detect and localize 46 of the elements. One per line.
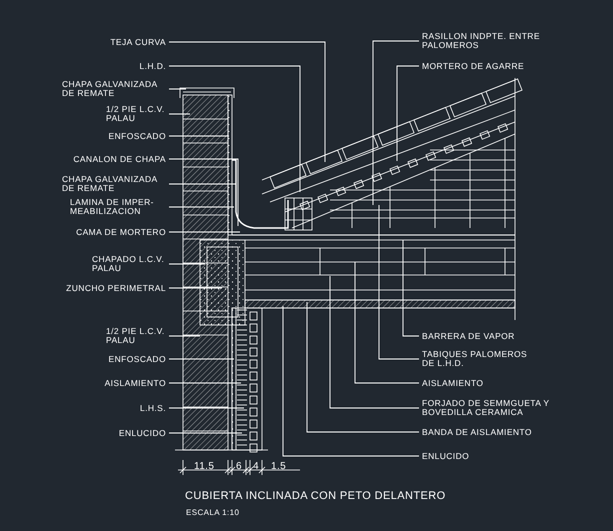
leader-line (168, 358, 234, 360)
leader-line (168, 432, 242, 434)
callout-label: CHAPA GALVANIZADA DE REMATE (62, 175, 166, 193)
callout-label: ENFOSCADO (108, 354, 166, 364)
callout-label: CHAPADO L.C.V. PALAU (92, 255, 166, 273)
leader-line (168, 42, 326, 162)
callout-label: FORJADO DE SEMMGUETA Y BOVEDILLA CERAMICA (422, 399, 552, 417)
callout-label: 1/2 PIE L.C.V. PALAU (106, 327, 166, 345)
dimension-label: 6 (236, 462, 242, 471)
callout-label: AISLAMIENTO (104, 378, 166, 388)
callout-label: ENLUCIDO (118, 428, 166, 438)
dimension-label: 1.5 (271, 462, 286, 471)
leader-line (402, 240, 420, 336)
dimension-label: 4 (253, 462, 259, 471)
callout-label: ENLUCIDO (422, 452, 470, 460)
leader-line (168, 66, 300, 192)
leader-line (330, 276, 420, 408)
leader-line (396, 66, 420, 162)
callout-label: BARRERA DE VAPOR (422, 332, 515, 340)
callout-label: MORTERO DE AGARRE (422, 62, 524, 70)
callout-label: LAMINA DE IMPER- MEABILIZACION (70, 198, 166, 216)
callout-label: CANALON DE CHAPA (73, 154, 166, 164)
callout-label: CHAPA GALVANIZADA DE REMATE (62, 80, 166, 98)
leader-line (378, 204, 420, 360)
callout-label: TEJA CURVA (110, 38, 166, 46)
callout-label: 1/2 PIE L.C.V. PALAU (106, 105, 166, 123)
scale-note: ESCALA 1:10 (186, 508, 240, 517)
leader-line (354, 262, 420, 384)
leader-line (306, 302, 420, 432)
callout-label: AISLAMIENTO (422, 378, 484, 388)
leader-line (372, 40, 420, 206)
caption: CUBIERTA INCLINADA CON PETO DELANTERO (185, 492, 446, 501)
callout-label: BANDA DE AISLAMIENTO (422, 428, 532, 436)
callout-label: L.H.D. (140, 62, 166, 70)
callout-label: RASILLON INDPTE. ENTRE PALOMEROS (422, 32, 542, 50)
callout-label: ENFOSCADO (108, 132, 166, 140)
leader-line (168, 88, 186, 90)
dimension-label: 11.5 (194, 462, 214, 471)
leader-line (168, 158, 238, 226)
leader-line (168, 382, 242, 384)
callout-label: ZUNCHO PERIMETRAL (66, 284, 166, 292)
callout-label: CAMA DE MORTERO (76, 228, 166, 236)
leader-line (282, 306, 420, 456)
callout-label: L.H.S. (140, 404, 166, 412)
callout-label: TABIQUES PALOMEROS DE L.H.D. (422, 350, 532, 368)
leader-line (168, 206, 234, 208)
